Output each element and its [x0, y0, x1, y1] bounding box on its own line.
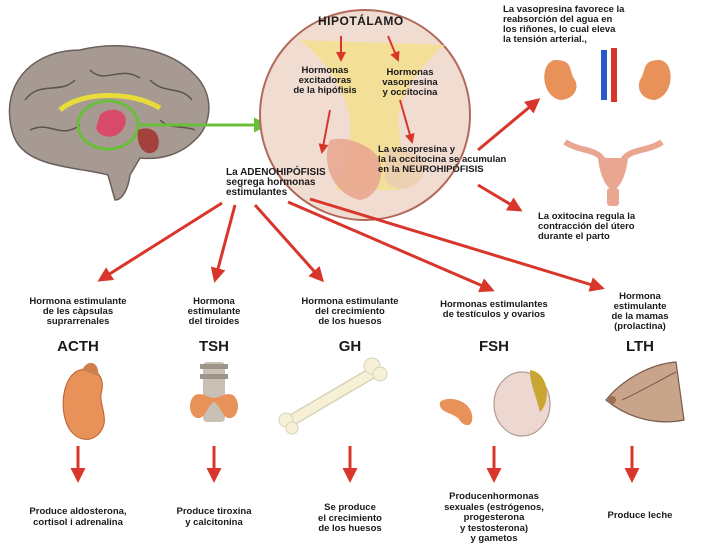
hormone-result: Produce leche: [607, 510, 673, 521]
thyroid-icon: [189, 362, 239, 422]
hormone-code: TSH: [199, 338, 229, 355]
hormone-code: LTH: [625, 338, 655, 355]
hormone-result: Se produce el crecimiento de los huesos: [318, 502, 382, 534]
brain-illustration: [8, 45, 210, 201]
kidneys-icon: [544, 48, 671, 102]
uterus-icon: [563, 139, 664, 206]
hormone-result: Produce aldosterona, cortisol i adrenali…: [29, 506, 127, 528]
hormone-code: GH: [338, 338, 362, 355]
vasopressin-note: La vasopresina favorece la reabsorción d…: [503, 4, 625, 45]
hormone-description: Hormona estimulante de la mamas (prolact…: [611, 291, 669, 332]
oxytocin-note: La oxitocina regula la contracción del ú…: [538, 211, 636, 242]
hormone-result: Produce tiroxina y calcitonina: [176, 506, 252, 528]
gonads-icon: [439, 370, 551, 437]
hormone-description: Hormonas estimulantes de testículos y ov…: [440, 299, 548, 320]
pituitary-inset: [259, 9, 471, 221]
hormone-code: ACTH: [57, 338, 99, 355]
neurohypophysis-label: La vasopresina y la la occitocina se acu…: [378, 144, 507, 175]
hormone-description: Hormona estimulante del tiroides: [187, 296, 241, 327]
bone-icon: [278, 357, 388, 435]
result-arrows: [70, 446, 640, 483]
hormone-result: Producenhormonas sexuales (estrógenos, p…: [444, 491, 544, 544]
hormone-description: Hormona estimulante de les càpsulas supr…: [29, 296, 127, 327]
breast-icon: [605, 361, 685, 423]
hormone-code: FSH: [479, 338, 509, 355]
adenohypophysis-label: La ADENOHIPÓFISIS segrega hormonas estim…: [226, 167, 326, 198]
inset-right-label: Hormonas vasopresina y occitocina: [382, 67, 438, 98]
hormone-description: Hormona estimulante del crecimiento de l…: [301, 296, 399, 327]
inset-left-label: Hormonas excitadoras de la hipófisis: [293, 65, 357, 96]
hypothalamus-title: HIPOTÁLAMO: [318, 14, 404, 28]
fan-arrows: [97, 197, 605, 293]
adrenal-gland-icon: [62, 362, 105, 440]
